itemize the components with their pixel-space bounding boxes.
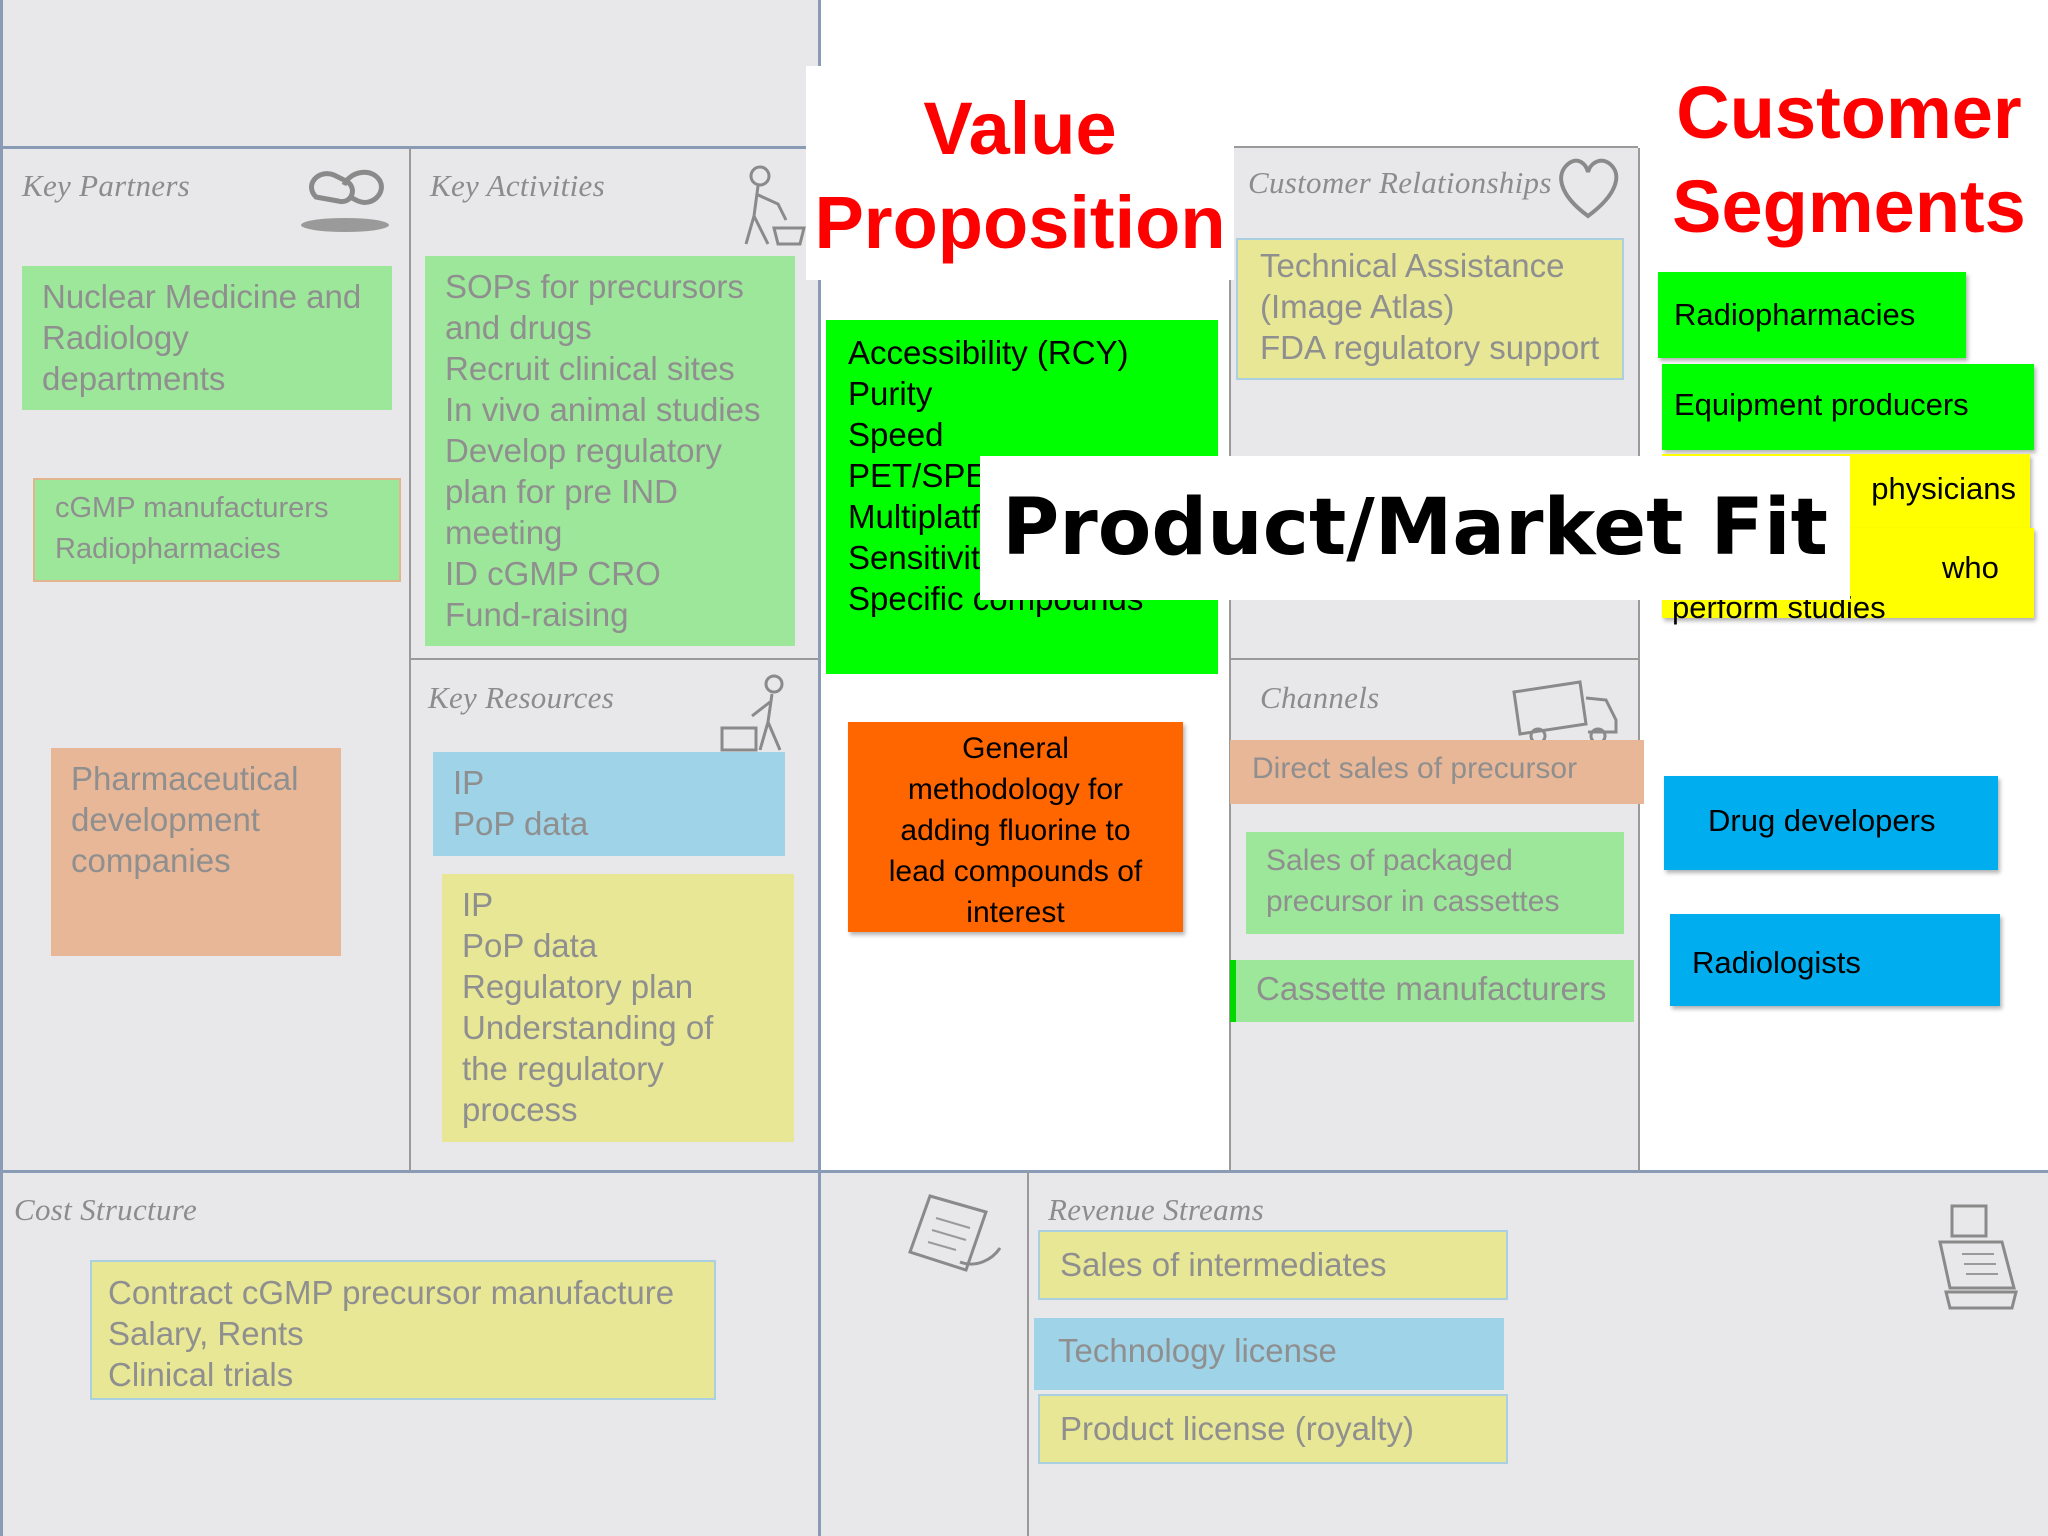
worker-icon [720, 674, 784, 752]
divider-relationships-channels [1230, 658, 1640, 660]
sticky-note-segments-radiologists: Radiologists [1670, 914, 2000, 1006]
key-activities-title: Key Activities [430, 168, 605, 203]
sticky-note-revenue-intermediates: Sales of intermediates [1038, 1230, 1508, 1300]
channels-title: Channels [1260, 680, 1380, 715]
sticky-note-partners-cgmp-manufacturers: cGMP manufacturers Radiopharmacies [33, 478, 401, 582]
delivery-truck-icon [1512, 680, 1618, 745]
cost-structure-title: Cost Structure [14, 1192, 198, 1227]
sticky-note-cost-structure: Contract cGMP precursor manufacture Sala… [90, 1260, 716, 1400]
key-resources-title: Key Resources [428, 680, 615, 715]
sticky-note-segments-radiopharmacies: Radiopharmacies [1658, 272, 1966, 358]
header-area [0, 0, 819, 148]
sticky-note-partners-nuclear-medicine: Nuclear Medicine and Radiology departmen… [22, 266, 392, 410]
divider-horizontal [0, 1170, 2048, 1173]
product-market-fit-label: Product/Market Fit [980, 456, 1850, 600]
divider-activities-resources [410, 658, 819, 660]
heart-icon [1559, 158, 1619, 219]
customer-relationships-title: Customer Relationships [1248, 165, 1552, 200]
cash-register-icon [1938, 1204, 2018, 1310]
sticky-note-channels-packaged: Sales of packaged precursor in cassettes [1246, 832, 1624, 934]
sticky-note-activities: SOPs for precursors and drugs Recruit cl… [425, 256, 795, 646]
sticky-note-partners-pharmaceutical: Pharmaceutical development companies [51, 748, 341, 956]
sticky-note-revenue-product-license: Product license (royalty) [1038, 1394, 1508, 1464]
value-proposition-label-box [806, 66, 1234, 280]
revenue-streams-title: Revenue Streams [1048, 1192, 1264, 1227]
worker-icon [744, 165, 806, 246]
sticky-note-revenue-technology: Technology license [1034, 1318, 1504, 1390]
left-border [0, 0, 3, 1536]
price-tag-icon [908, 1194, 1002, 1272]
customer-segments-label-box [1650, 62, 2048, 268]
divider-vertical [818, 0, 821, 1536]
sticky-note-segments-drug-developers: Drug developers [1664, 776, 1998, 870]
sticky-note-relationships-assistance: Technical Assistance (Image Atlas) FDA r… [1236, 238, 1624, 380]
sticky-note-resources-ip: IP PoP data [433, 752, 785, 856]
product-market-fit-title: Product/Market Fit [1002, 483, 1828, 573]
sticky-note-segments-equipment: Equipment producers [1662, 364, 2034, 450]
sticky-note-resources-regulatory: IP PoP data Regulatory plan Understandin… [442, 874, 794, 1142]
customer-segments-title: Customer Segments [1672, 71, 2026, 248]
divider-cost-revenue [1027, 1171, 1029, 1536]
chain-link-icon [301, 169, 389, 232]
sticky-note-channels-direct-sales: Direct sales of precursor [1230, 740, 1644, 804]
key-partners-title: Key Partners [22, 168, 191, 203]
value-proposition-title: Value Proposition [814, 87, 1226, 264]
header-divider [0, 146, 819, 149]
sticky-note-value-methodology: General methodology for adding fluorine … [848, 722, 1183, 932]
top-line-relationships [1233, 146, 1638, 148]
sticky-note-channels-cassette: Cassette manufacturers [1230, 960, 1634, 1022]
